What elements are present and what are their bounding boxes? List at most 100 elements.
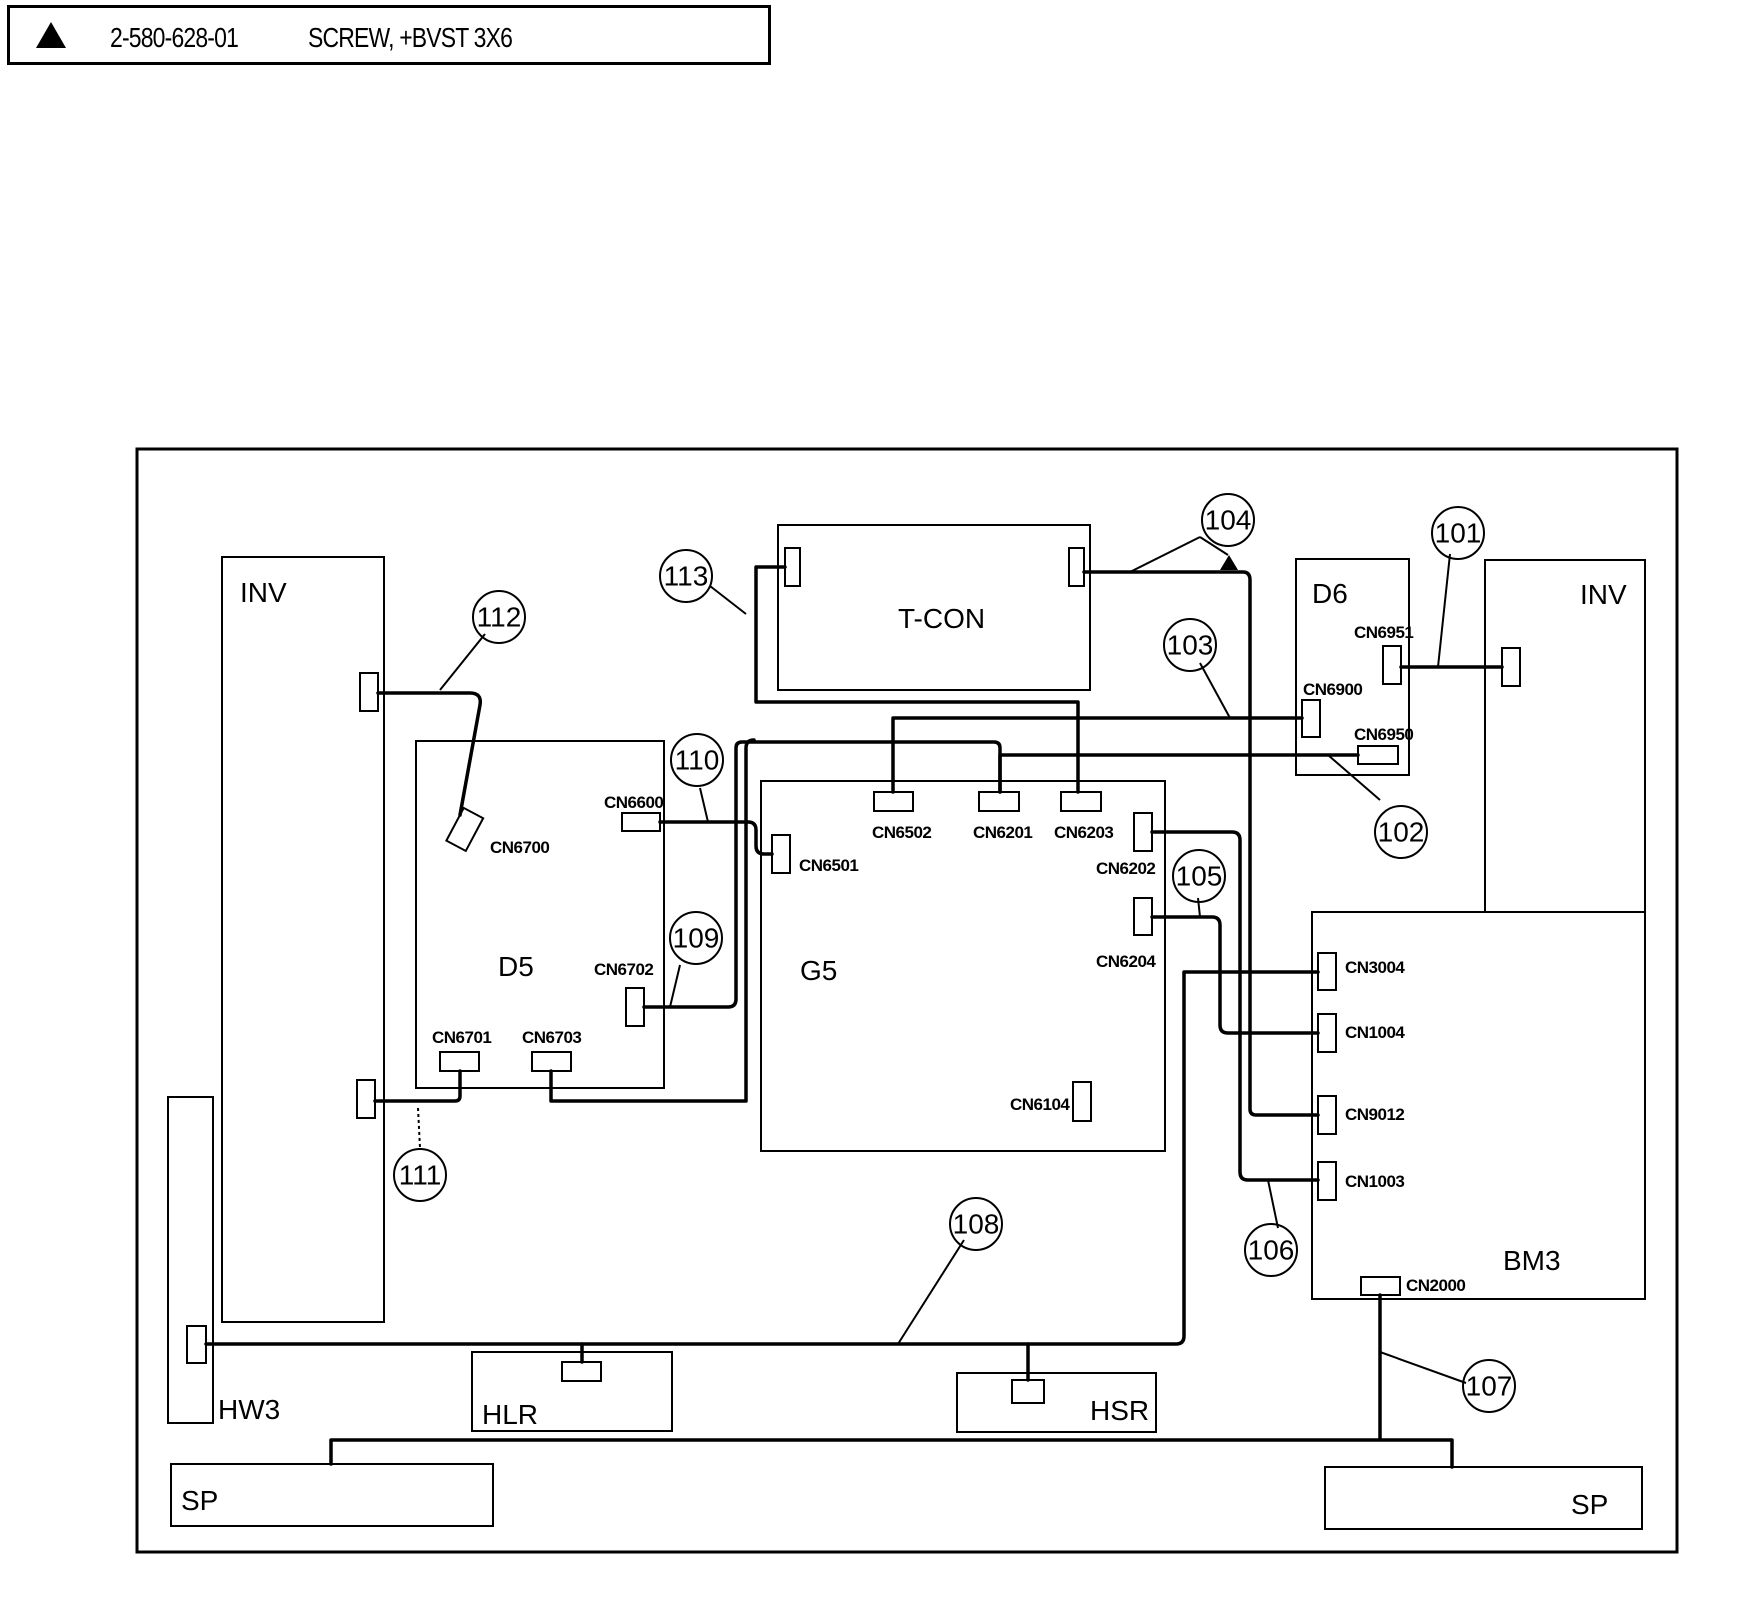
callout-circle-108 [949,1197,1003,1251]
label-cn6702: CN6702 [594,960,653,979]
callout-circle-101 [1431,506,1485,560]
board-hlr [471,1351,673,1432]
callout-108: 108 [953,1209,1000,1240]
callout-113: 113 [664,561,709,592]
label-bm3: BM3 [1503,1245,1561,1276]
connector-inv-right [1501,647,1521,687]
callout-105: 105 [1176,861,1223,892]
connector-inv-left-upper [359,672,379,712]
connector-cn6203 [1060,791,1102,812]
cable-110 [658,820,774,856]
cable-104 [1082,570,1320,1117]
leader-111 [417,1107,421,1149]
callout-103: 103 [1167,630,1214,661]
leader-103 [1199,662,1231,719]
leader-110 [699,787,709,823]
callout-circle-103 [1163,618,1217,672]
label-cn6700: CN6700 [490,838,549,857]
label-hlr: HLR [482,1399,538,1430]
connector-cn6701 [439,1051,480,1072]
cable-103 [891,716,1304,794]
connector-cn6950 [1357,745,1399,765]
triangle-icon [36,22,66,48]
connector-cn1004 [1317,1013,1337,1053]
callout-circle-107 [1462,1359,1516,1413]
board-hw3 [167,1096,214,1424]
connector-cn6201 [978,791,1020,812]
connector-cn6104 [1072,1081,1092,1122]
leader-112 [439,633,486,691]
cable-112 [376,691,483,817]
connector-cn6700 [445,806,485,853]
label-hsr: HSR [1090,1395,1149,1426]
label-inv-right: INV [1580,579,1627,610]
leader-102 [1327,754,1381,801]
leader-108 [897,1239,965,1345]
label-sp-right: SP [1571,1489,1608,1520]
label-cn6204: CN6204 [1096,952,1156,971]
board-d5 [415,740,665,1089]
callout-circle-113 [659,549,713,603]
cable-d5-g5 [549,738,756,1103]
callout-circle-112 [472,590,526,644]
cable-106 [1150,915,1320,1035]
connector-cn3004 [1317,952,1337,991]
board-tcon [777,524,1091,691]
connector-hlr [561,1361,602,1382]
connector-cn2000 [1360,1276,1401,1296]
part-description: SCREW, +BVST 3X6 [308,22,513,53]
leader-106 [1267,1179,1279,1229]
board-bm3 [1311,911,1646,1300]
label-cn9012: CN9012 [1345,1105,1404,1124]
label-cn6701: CN6701 [432,1028,491,1047]
connector-tcon-left [784,547,801,587]
leader-113 [709,585,747,615]
leader-109 [669,964,681,1008]
board-sp-left [170,1463,494,1527]
label-sp-left: SP [181,1485,218,1516]
board-g5 [760,780,1166,1152]
cable-109 [642,740,1002,1009]
callout-circle-110 [670,733,724,787]
cable-113 [754,565,1080,794]
connector-cn1003 [1317,1161,1337,1201]
chassis-frame [135,447,1679,1554]
label-cn1004: CN1004 [1345,1023,1405,1042]
label-cn6703: CN6703 [522,1028,581,1047]
label-cn6203: CN6203 [1054,823,1113,842]
cable-108 [204,970,1320,1346]
cable-102 [998,753,1360,794]
triangle-marker-icon [1220,555,1238,570]
callout-circle-109 [669,911,723,965]
callout-circle-106 [1244,1223,1298,1277]
callout-circle-105 [1172,849,1226,903]
board-inv-right [1484,559,1646,913]
callout-104: 104 [1205,505,1252,536]
label-cn6201: CN6201 [973,823,1032,842]
connector-cn9012 [1317,1095,1337,1135]
label-g5: G5 [800,955,837,986]
cable-105 [1150,830,1320,1182]
label-cn6202: CN6202 [1096,859,1155,878]
callout-106: 106 [1248,1235,1295,1266]
connector-tcon-right [1068,547,1085,587]
label-cn6900: CN6900 [1303,680,1362,699]
label-cn2000: CN2000 [1406,1276,1465,1295]
label-cn6501: CN6501 [799,856,858,875]
connector-cn6501 [771,834,791,874]
label-cn6104: CN6104 [1010,1095,1070,1114]
callout-circle-104 [1201,493,1255,547]
callout-111: 111 [399,1160,442,1191]
connector-hsr [1011,1379,1045,1404]
leader-101 [1437,553,1451,668]
callout-109: 109 [673,923,720,954]
connector-cn6703 [531,1051,572,1072]
label-tcon: T-CON [898,603,985,634]
cable-111 [373,1069,462,1103]
label-d6: D6 [1312,578,1348,609]
connector-hw3 [186,1325,207,1364]
label-d5: D5 [498,951,534,982]
label-cn1003: CN1003 [1345,1172,1404,1191]
label-cn3004: CN3004 [1345,958,1405,977]
cable-107 [329,1293,1454,1469]
